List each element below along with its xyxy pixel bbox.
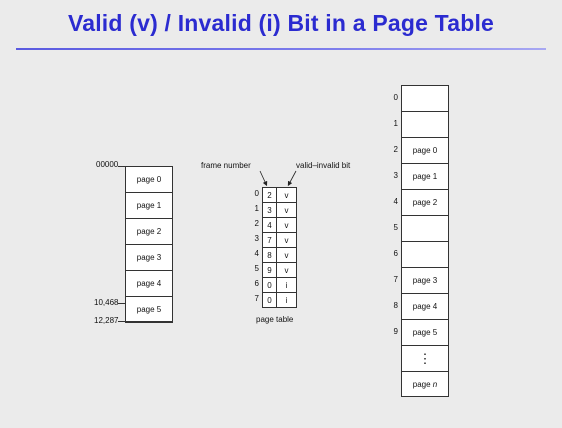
logical-memory: page 0 page 1 page 2 page 3 page 4 page …: [125, 166, 173, 322]
page-table-valid-bit-cell: v: [277, 188, 297, 203]
physical-frame: page 2: [402, 190, 448, 216]
frame-number-arrow: [259, 170, 268, 187]
physical-memory: page 0 page 1 page 2 page 3 page 4 page 5 ⋮ pag…: [401, 85, 449, 397]
page-table-index: 5: [254, 264, 259, 273]
ellipsis-glyph: ⋮: [418, 351, 432, 366]
page-table-valid-bit-cell: i: [277, 293, 297, 308]
physical-frame: [402, 242, 448, 268]
physical-frame: page 5: [402, 320, 448, 346]
physical-frame-content: page: [412, 379, 431, 389]
page-table-valid-bit-cell: i: [277, 278, 297, 293]
physical-frame-index: 4: [393, 197, 398, 206]
address-start-label: 00000: [96, 160, 119, 169]
page-table-index: 1: [254, 204, 259, 213]
page-table-frame-cell: 4: [263, 218, 277, 233]
physical-frame-content: page 1: [412, 172, 438, 181]
address-start-tick: [118, 166, 126, 167]
physical-frame-index: 5: [393, 223, 398, 232]
page-table-caption: page table: [256, 315, 294, 324]
physical-frame-index: 3: [393, 171, 398, 180]
valid-invalid-bit-label: valid–invalid bit: [296, 161, 351, 170]
page-table-frame-cell: 3: [263, 203, 277, 218]
frame-number-label: frame number: [201, 161, 251, 170]
title-underline: [16, 48, 546, 50]
address-end-label: 12,287: [94, 316, 119, 325]
page-table-frame-cell: 0: [263, 293, 277, 308]
page-table-valid-bit-cell: v: [277, 263, 297, 278]
physical-frame: page 3: [402, 268, 448, 294]
address-mid-tick: [118, 303, 126, 304]
page-table-frame-cell: 0: [263, 278, 277, 293]
physical-frame-index: 1: [393, 119, 398, 128]
page-table-frame-cell: 9: [263, 263, 277, 278]
physical-frame-index: 0: [393, 93, 398, 102]
physical-frame: page n: [402, 372, 448, 396]
logical-page-1: page 1: [126, 193, 172, 219]
page-table-valid-bit-cell: v: [277, 233, 297, 248]
page-table-index: 4: [254, 249, 259, 258]
physical-frame-content: page 3: [412, 276, 438, 285]
physical-frame: page 4: [402, 294, 448, 320]
page-table-valid-bit-cell: v: [277, 203, 297, 218]
physical-frame-index: 2: [393, 145, 398, 154]
page-table-index: 6: [254, 279, 259, 288]
logical-page-2: page 2: [126, 219, 172, 245]
physical-frame: [402, 112, 448, 138]
physical-frame: page 1: [402, 164, 448, 190]
physical-frame-content: page 2: [412, 198, 438, 207]
page-table-frame-cell: 8: [263, 248, 277, 263]
page-table-index: 7: [254, 294, 259, 303]
physical-frame-index: 9: [393, 327, 398, 336]
logical-page-5: page 5: [126, 297, 172, 321]
physical-frame: page 0: [402, 138, 448, 164]
page-table-index: 2: [254, 219, 259, 228]
physical-frame: [402, 86, 448, 112]
address-end-tick: [118, 321, 126, 322]
valid-bit-arrow: [287, 170, 297, 187]
page-table-frame-cell: 2: [263, 188, 277, 203]
slide-title: Valid (v) / Invalid (i) Bit in a Page Ta…: [67, 10, 495, 36]
page-table-index: 3: [254, 234, 259, 243]
logical-page-3: page 3: [126, 245, 172, 271]
physical-frame-index: 7: [393, 275, 398, 284]
physical-frame-index: 8: [393, 301, 398, 310]
logical-page-4: page 4: [126, 271, 172, 297]
physical-frame-content: page 0: [412, 146, 438, 155]
physical-frame-content: page 5: [412, 328, 438, 337]
page-table-valid-bit-cell: v: [277, 218, 297, 233]
logical-memory-trailer: [125, 322, 173, 323]
page-table-frame-cell: 7: [263, 233, 277, 248]
page-table-valid-bit-cell: v: [277, 248, 297, 263]
physical-frame: [402, 216, 448, 242]
page-table-index: 0: [254, 189, 259, 198]
physical-frame-content: page 4: [412, 302, 438, 311]
physical-frame-suffix: n: [432, 379, 438, 389]
physical-frame-index: 6: [393, 249, 398, 258]
address-mid-label: 10,468: [94, 298, 119, 307]
logical-page-0: page 0: [126, 167, 172, 193]
physical-memory-ellipsis: ⋮: [402, 346, 448, 372]
